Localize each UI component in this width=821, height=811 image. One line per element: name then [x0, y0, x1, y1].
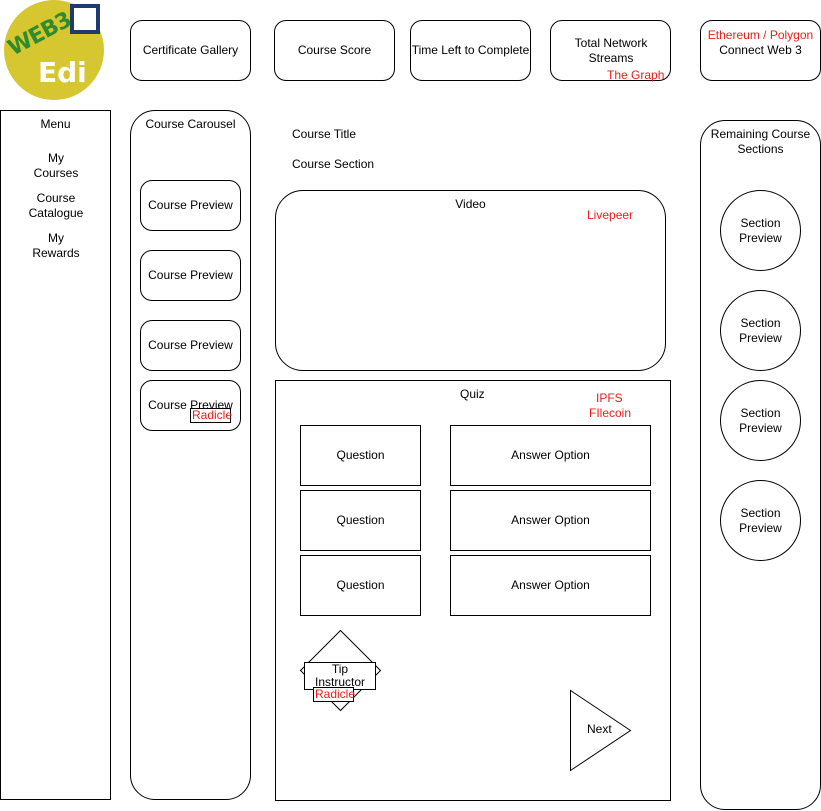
section-preview[interactable]: Section Preview: [720, 380, 801, 461]
course-section: Course Section: [292, 157, 375, 171]
next-button[interactable]: Next: [570, 689, 632, 772]
course-preview-card[interactable]: Course Preview Radicle: [140, 380, 241, 431]
quiz-tech-ipfs: IPFS: [596, 391, 623, 405]
network-streams-label: Total Network Streams: [574, 36, 648, 65]
course-score-button[interactable]: Course Score: [274, 20, 395, 81]
connect-web3-label: Connect Web 3: [719, 43, 802, 57]
quiz-answer-option[interactable]: Answer Option: [450, 555, 651, 616]
connect-web3-button[interactable]: Ethereum / Polygon Connect Web 3: [700, 20, 821, 81]
quiz-tech-filecoin: FIlecoin: [589, 406, 632, 420]
course-preview-card[interactable]: Course Preview: [140, 320, 241, 371]
section-preview[interactable]: Section Preview: [720, 190, 801, 271]
section-preview[interactable]: Section Preview: [720, 290, 801, 371]
quiz-label: Quiz: [460, 387, 485, 401]
menu-title: Menu: [40, 117, 71, 131]
radicle-tag: Radicle: [190, 408, 233, 423]
course-preview-label: Course Preview: [148, 268, 233, 282]
network-streams-button[interactable]: Total Network Streams The Graph: [550, 20, 671, 82]
network-streams-tech: The Graph: [607, 68, 665, 82]
menu-item-my-courses[interactable]: My Courses: [33, 151, 79, 180]
next-arrow-shape: [570, 689, 632, 772]
next-label: Next: [587, 722, 612, 736]
quiz-answer-label: Answer Option: [511, 448, 590, 462]
logo-bottom-text: Edi: [38, 56, 87, 89]
course-preview-card[interactable]: Course Preview: [140, 180, 241, 231]
quiz-answer-label: Answer Option: [511, 578, 590, 592]
course-preview-label: Course Preview: [148, 338, 233, 352]
tip-instructor-button[interactable]: Tip Instructor Radicle: [299, 629, 382, 712]
menu-sidebar: Menu My Courses Course Catalogue My Rewa…: [0, 110, 111, 800]
certificate-gallery-label: Certificate Gallery: [142, 43, 239, 57]
tip-tech-tag: Radicle: [313, 687, 356, 702]
quiz-answer-option[interactable]: Answer Option: [450, 425, 651, 486]
quiz-question-label: Question: [336, 578, 385, 592]
course-preview-label: Course Preview: [148, 198, 233, 212]
quiz-answer-option[interactable]: Answer Option: [450, 490, 651, 551]
time-left-label: Time Left to Complete: [411, 43, 530, 57]
video-label: Video: [455, 197, 486, 211]
course-title: Course Title: [292, 127, 357, 141]
course-preview-card[interactable]: Course Preview: [140, 250, 241, 301]
section-preview-label: Section Preview: [739, 405, 782, 435]
course-carousel-title: Course Carousel: [145, 117, 236, 131]
quiz-answer-label: Answer Option: [511, 513, 590, 527]
wallet-tech: Ethereum / Polygon: [707, 28, 814, 42]
quiz-question: Question: [300, 490, 421, 551]
tip-instructor-label: Tip Instructor: [304, 662, 376, 690]
certificate-gallery-button[interactable]: Certificate Gallery: [130, 20, 251, 81]
remaining-sections-title: Remaining Course Sections: [710, 127, 811, 156]
section-preview[interactable]: Section Preview: [720, 480, 801, 561]
time-left-button[interactable]: Time Left to Complete: [410, 20, 531, 81]
quiz-question-label: Question: [336, 513, 385, 527]
quiz-question: Question: [300, 555, 421, 616]
menu-item-course-catalogue[interactable]: Course Catalogue: [28, 191, 84, 220]
quiz-question-label: Question: [336, 448, 385, 462]
course-score-label: Course Score: [297, 43, 372, 57]
web3-edi-logo: WEB3 Edi: [0, 0, 110, 100]
section-preview-label: Section Preview: [739, 315, 782, 345]
section-preview-label: Section Preview: [739, 215, 782, 245]
section-preview-label: Section Preview: [739, 505, 782, 535]
video-player[interactable]: Video Livepeer: [275, 190, 666, 371]
quiz-question: Question: [300, 425, 421, 486]
menu-item-my-rewards[interactable]: My Rewards: [32, 231, 80, 260]
video-tech: Livepeer: [587, 208, 634, 222]
logo-graphic: [4, 0, 104, 100]
